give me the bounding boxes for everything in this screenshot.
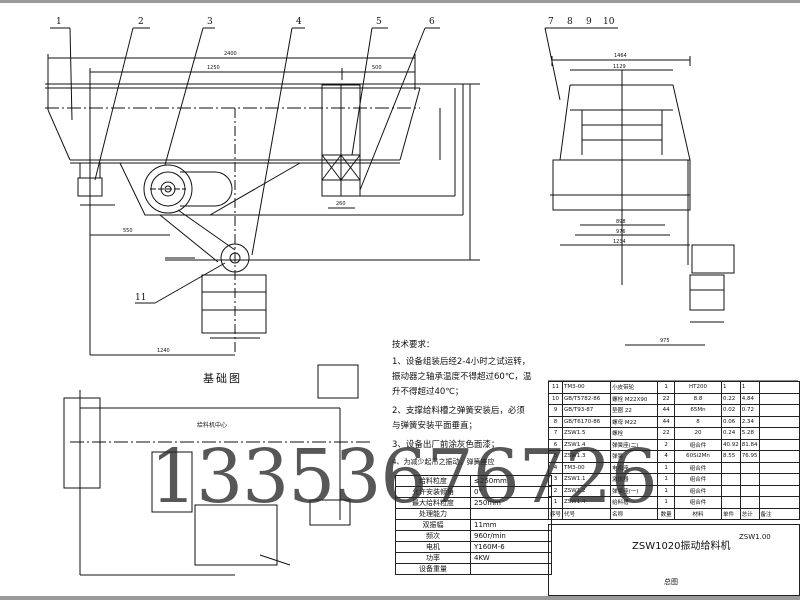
bom-header-row: 序号代号名称数量材料单件总计备注 — [547, 507, 800, 520]
svg-text:7: 7 — [548, 17, 554, 27]
drawing-type-label: 总图 — [664, 578, 678, 586]
drawing-code: ZSW1.00 — [739, 533, 771, 541]
tech-req-line-1: 1、设备组装后经2-4小时之试运转， — [392, 357, 531, 367]
foundation-title: 基础图 — [203, 372, 242, 385]
tech-req-line-6: 3、设备出厂前涂灰色面漆； — [392, 440, 500, 450]
end-view-callout-labels: 7 8 9 10 1464 1129 898 976 1234 975 — [548, 17, 670, 344]
tech-req-line-2: 振动器之轴承温度不得超过60℃，温 — [392, 372, 532, 382]
svg-text:1240: 1240 — [157, 348, 170, 354]
svg-text:4: 4 — [296, 17, 302, 27]
title-block: ZSW1020振动给料机 ZSW1.00 总图 — [548, 524, 800, 596]
tech-requirements-heading: 技术要求： — [392, 340, 435, 350]
image-bottom-border — [0, 596, 800, 600]
svg-text:3: 3 — [207, 17, 213, 27]
svg-text:1234: 1234 — [613, 239, 626, 245]
tech-req-line-3: 升不得超过40℃； — [392, 387, 464, 397]
image-top-border — [0, 0, 800, 3]
tech-req-line-5: 与弹簧安装平面垂直； — [392, 421, 478, 431]
svg-text:10: 10 — [603, 17, 615, 27]
svg-text:260: 260 — [336, 201, 346, 207]
side-view-callout-labels: 1 2 3 4 5 6 11 2400 1250 500 550 1240 26… — [56, 17, 435, 354]
end-view — [544, 27, 735, 346]
svg-text:1129: 1129 — [613, 64, 626, 70]
svg-text:1: 1 — [56, 17, 62, 27]
svg-text:1464: 1464 — [614, 53, 627, 59]
svg-text:2400: 2400 — [224, 51, 237, 57]
svg-text:11: 11 — [135, 293, 146, 303]
tech-req-line-4: 2、支撑给料槽之弹簧安装后，必须 — [392, 406, 525, 416]
svg-text:898: 898 — [616, 219, 626, 225]
drawing-title: ZSW1020振动给料机 — [632, 541, 731, 552]
svg-text:2: 2 — [138, 17, 144, 27]
side-view — [45, 27, 480, 356]
svg-text:9: 9 — [586, 17, 592, 27]
svg-text:500: 500 — [372, 65, 382, 71]
svg-text:976: 976 — [616, 229, 626, 235]
foundation-center-label: 给料机中心 — [197, 422, 228, 429]
svg-text:5: 5 — [376, 17, 382, 27]
svg-text:975: 975 — [660, 338, 670, 344]
watermark-phone-number: 13353676726 — [150, 434, 658, 520]
tech-req-line-7: 4、为减少起吊之振动，弹簧座应 — [392, 458, 495, 466]
svg-text:1250: 1250 — [207, 65, 220, 71]
svg-text:6: 6 — [429, 17, 435, 27]
svg-text:8: 8 — [567, 17, 573, 27]
foundation-plan — [63, 364, 370, 576]
param-row: 设备重量 — [395, 563, 552, 575]
svg-text:550: 550 — [123, 228, 133, 234]
